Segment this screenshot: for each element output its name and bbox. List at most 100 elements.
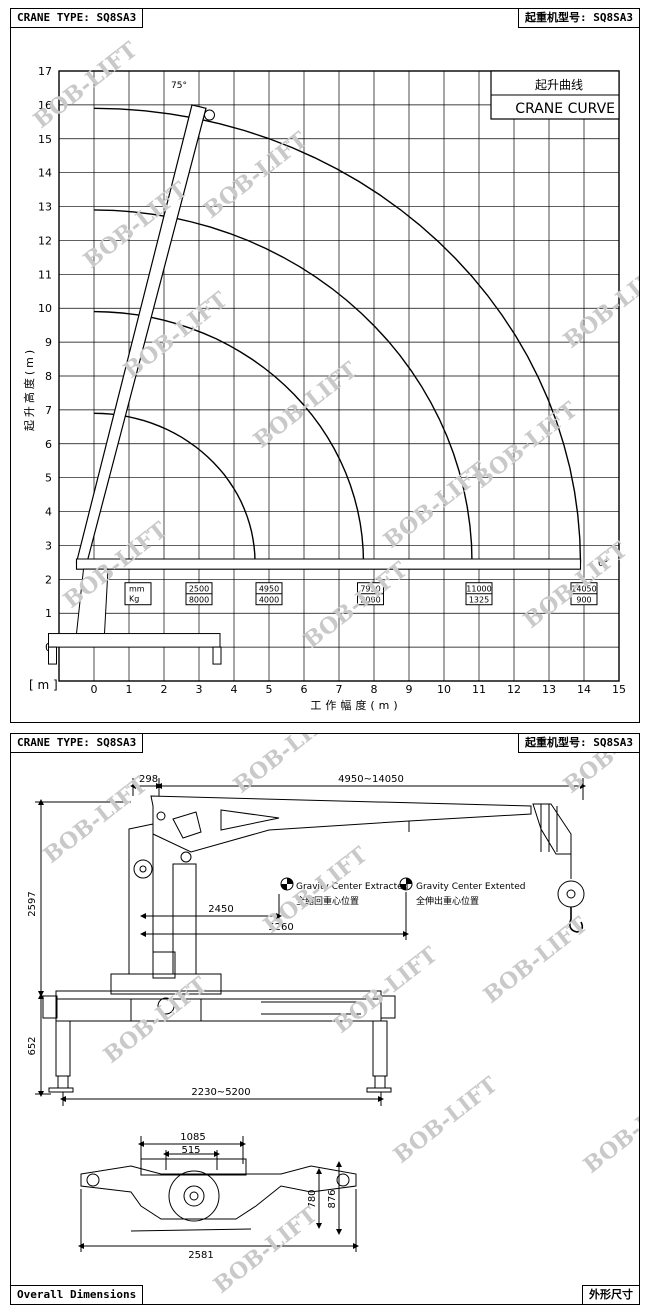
y-tick-label: 7 <box>45 404 52 417</box>
x-tick-label: 14 <box>577 683 591 696</box>
chart-legend: 起升曲线 CRANE CURVE <box>490 70 620 120</box>
outrigger-leg-right <box>366 1020 392 1093</box>
dim-298-label: 298 <box>139 774 158 785</box>
watermark-text: BOB-LIFT <box>199 126 313 223</box>
y-tick-label: 16 <box>38 99 52 112</box>
x-tick-label: 8 <box>371 683 378 696</box>
load-table: 2500800049504000795020001100013251405090… <box>124 582 598 606</box>
crane-model-tag-2: 起重机型号: SQ8SA3 <box>518 733 640 753</box>
load-header-box <box>124 582 152 606</box>
load-weight-label: 2000 <box>360 596 380 605</box>
dim-780-label: 780 <box>307 1189 318 1208</box>
dim-2581-label: 2581 <box>188 1250 213 1261</box>
y-tick-label: 9 <box>45 336 52 349</box>
legend-cn: 起升曲线 <box>535 78 583 92</box>
axis-tick-labels: 0123456789101112131415012345678910111213… <box>38 65 626 696</box>
gc-extended-en: Gravity Center Extented <box>416 882 525 892</box>
boom-side-view <box>150 795 532 863</box>
y-axis-title: 起升高度(m) <box>22 347 36 431</box>
x-unit-label: [ m ] <box>29 678 58 692</box>
load-curves <box>93 107 582 563</box>
x-tick-label: 9 <box>406 683 413 696</box>
dim-5260-label: 5260 <box>268 922 293 933</box>
x-tick-label: 1 <box>126 683 133 696</box>
watermark-text: BOB-LIFT <box>39 771 153 868</box>
crane-curve-chart: 0123456789101112131415012345678910111213… <box>22 36 650 712</box>
dim-876-label: 876 <box>327 1189 338 1208</box>
column <box>128 823 197 979</box>
gravity-center-extended-icon <box>399 877 413 891</box>
load-curve-2 <box>93 310 365 563</box>
x-tick-label: 2 <box>161 683 168 696</box>
load-radius-label: 14050 <box>571 585 596 594</box>
outline-size-tag: 外形尺寸 <box>582 1285 640 1305</box>
crane-type-tag-2: CRANE TYPE: SQ8SA3 <box>10 733 144 753</box>
watermark-text: BOB-LIFT <box>209 1201 323 1298</box>
y-tick-label: 10 <box>38 302 52 315</box>
y-tick-label: 6 <box>45 438 52 451</box>
dim-outrigger-label: 2230~5200 <box>191 1087 250 1098</box>
x-tick-label: 11 <box>472 683 486 696</box>
load-weight-label: 1325 <box>469 596 489 605</box>
load-weight-label: 4000 <box>259 596 279 605</box>
load-curve-1 <box>93 412 256 563</box>
x-tick-label: 4 <box>231 683 238 696</box>
chart-grid <box>58 70 620 682</box>
overall-dimensions-panel: CRANE TYPE: SQ8SA3 起重机型号: SQ8SA3 Overall… <box>10 701 650 1305</box>
y-tick-label: 15 <box>38 133 52 146</box>
slewing-base <box>110 973 222 1022</box>
watermark-text: BOB-LIFT <box>329 941 443 1038</box>
x-tick-label: 13 <box>542 683 556 696</box>
y-tick-label: 12 <box>38 234 52 247</box>
load-curve-4 <box>93 107 582 563</box>
legend-en: CRANE CURVE <box>515 101 615 117</box>
base-frame <box>48 633 221 648</box>
load-curve-3 <box>93 209 473 563</box>
y-tick-label: 4 <box>45 506 52 519</box>
crane-type-tag: CRANE TYPE: SQ8SA3 <box>10 8 144 28</box>
watermark-text: BOB-LIFT <box>249 356 363 453</box>
crane-boom-drawing <box>48 104 588 665</box>
y-tick-label: 8 <box>45 370 52 383</box>
dim-2597-label: 2597 <box>27 891 38 916</box>
load-radius-label: 11000 <box>466 585 491 594</box>
y-tick-label: 3 <box>45 539 52 552</box>
x-tick-label: 6 <box>301 683 308 696</box>
outrigger-beam <box>42 990 396 1022</box>
load-radius-label: 4950 <box>259 585 279 594</box>
load-header-mm: mm <box>129 585 145 594</box>
hook-top-icon <box>204 109 215 121</box>
x-tick-label: 12 <box>507 683 521 696</box>
x-tick-label: 7 <box>336 683 343 696</box>
load-header-kg: Kg <box>129 595 139 604</box>
angle-75-label: 75° <box>171 81 187 91</box>
y-tick-label: 1 <box>45 607 52 620</box>
watermark-text: BOB-LIFT <box>469 396 583 493</box>
hook-block <box>557 854 585 933</box>
y-tick-label: 13 <box>38 201 52 214</box>
watermark-text: BOB-LIFT <box>389 1071 503 1168</box>
dim-1085-label: 1085 <box>180 1132 205 1143</box>
x-tick-label: 0 <box>91 683 98 696</box>
y-tick-label: 11 <box>38 268 52 281</box>
gc-extracted-cn: 全缩回重心位置 <box>296 895 359 907</box>
x-tick-label: 15 <box>612 683 626 696</box>
x-tick-label: 10 <box>437 683 451 696</box>
x-axis-title: 工作幅度(m) <box>310 698 401 712</box>
dim-reach-label: 4950~14050 <box>338 774 404 785</box>
load-radius-label: 2500 <box>189 585 209 594</box>
watermark-text: BOB-LIFT <box>579 1081 639 1178</box>
watermark-text: BOB-LIFT <box>479 911 593 1008</box>
outrigger-right <box>212 646 222 665</box>
gc-extracted-en: Gravity Center Extracted <box>296 882 408 892</box>
watermark-text: BOB-LIFT <box>299 556 413 653</box>
y-tick-label: 5 <box>45 472 52 485</box>
y-tick-label: 17 <box>38 65 52 78</box>
angle-0-label: 0° <box>598 559 608 569</box>
dim-2450-label: 2450 <box>208 904 233 915</box>
outrigger-leg-left <box>48 1020 74 1093</box>
gravity-center-extracted-icon <box>280 877 294 891</box>
y-tick-label: 14 <box>38 167 52 180</box>
crane-model-tag: 起重机型号: SQ8SA3 <box>518 8 640 28</box>
